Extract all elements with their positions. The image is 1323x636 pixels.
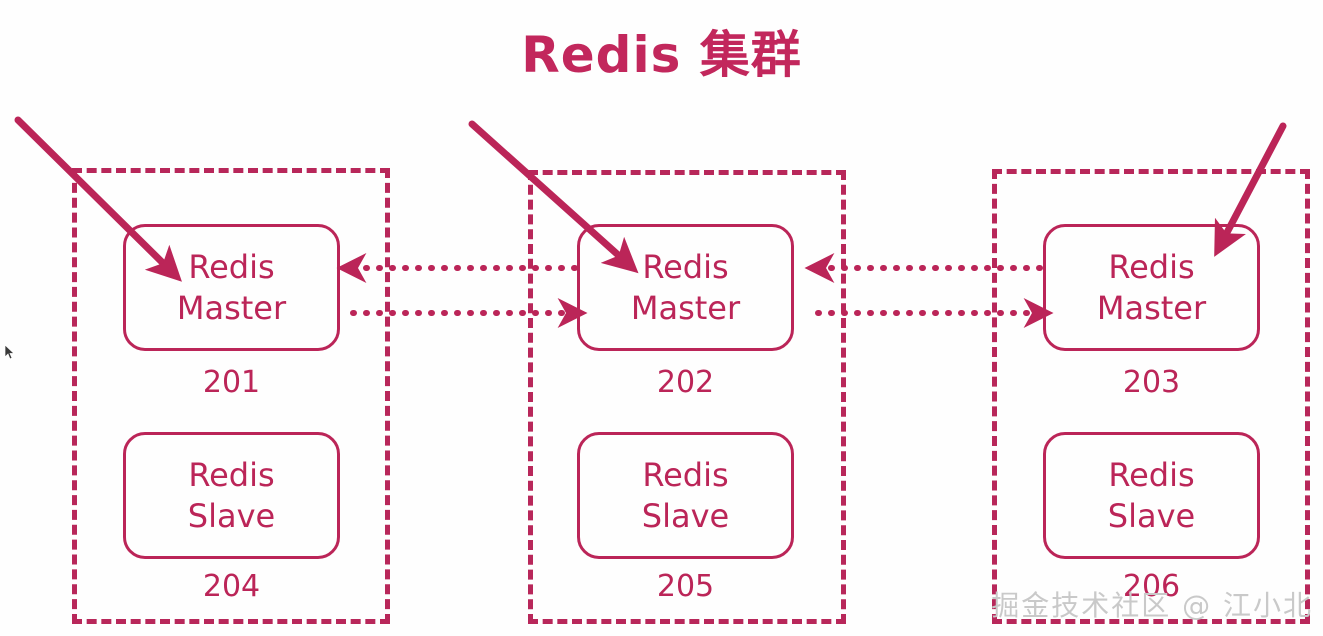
node-label-204: 204: [202, 569, 261, 604]
node-label-201: 201: [202, 365, 261, 400]
node-label-202: 202: [656, 365, 715, 400]
page-title: Redis 集群: [521, 26, 802, 84]
node-redis-master-201[interactable]: Redis Master: [123, 224, 340, 351]
node-label-203: 203: [1122, 365, 1181, 400]
node-redis-master-202[interactable]: Redis Master: [577, 224, 794, 351]
node-redis-slave-204[interactable]: Redis Slave: [123, 432, 340, 559]
cluster-box-2: [528, 170, 846, 624]
cluster-box-3: [992, 169, 1310, 624]
cluster-box-1: [72, 168, 390, 624]
node-label-205: 205: [656, 569, 715, 604]
node-redis-master-203[interactable]: Redis Master: [1043, 224, 1260, 351]
mouse-cursor-icon: [4, 344, 15, 360]
node-redis-slave-205[interactable]: Redis Slave: [577, 432, 794, 559]
node-redis-slave-206[interactable]: Redis Slave: [1043, 432, 1260, 559]
watermark-text: 掘金技术社区 @ 江小北: [991, 589, 1313, 622]
node-label-206: 206: [1122, 569, 1181, 604]
